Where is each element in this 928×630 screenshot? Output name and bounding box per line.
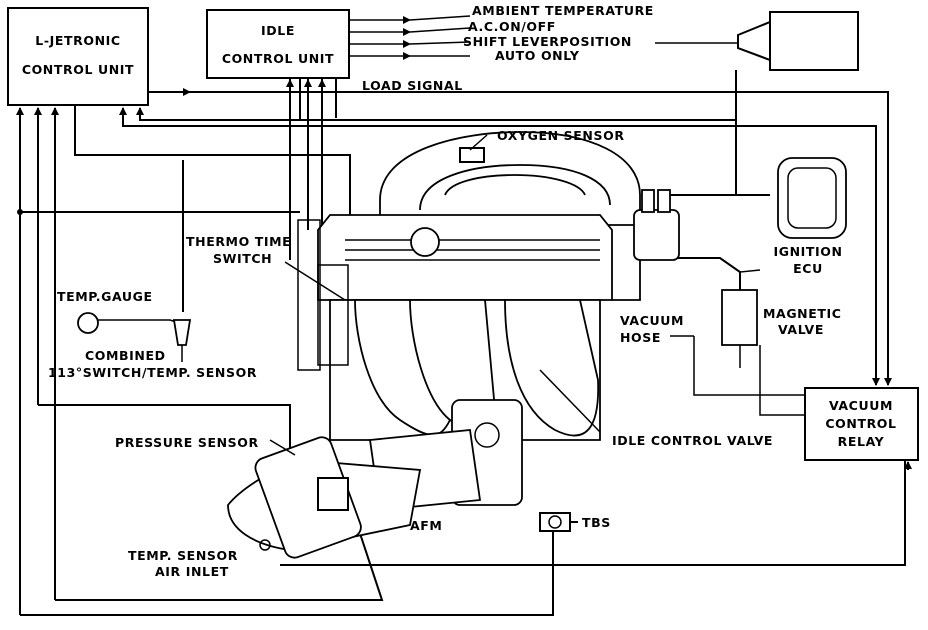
connector-to-ignition-wire bbox=[735, 70, 770, 196]
temp-sensor-label-line2: AIR INLET bbox=[155, 564, 229, 579]
combined-switch-sensor bbox=[172, 319, 192, 362]
l-jetronic-control-unit: L-JETRONIC CONTROL UNIT bbox=[7, 7, 149, 106]
shift-lever-position-label: SHIFT LEVERPOSITION bbox=[463, 34, 632, 49]
vacuum-relay-label-line3: RELAY bbox=[838, 434, 885, 449]
temp-sensor-label-line1: TEMP. SENSOR bbox=[128, 548, 238, 563]
vacuum-hose-label-line2: HOSE bbox=[620, 330, 661, 345]
temp-gauge-label: TEMP.GAUGE bbox=[57, 289, 153, 304]
combined-switch-label-line2: 113°SWITCH/TEMP. SENSOR bbox=[48, 365, 257, 380]
vacuum-hose-label-line1: VACUUM bbox=[620, 313, 684, 328]
callout-leaders bbox=[269, 134, 694, 456]
idle-control-unit: IDLE CONTROL UNIT bbox=[206, 9, 350, 79]
idle-control-valve-label: IDLE CONTROL VALVE bbox=[612, 433, 773, 448]
magnetic-valve bbox=[721, 269, 761, 368]
diagnostic-connector bbox=[737, 11, 859, 71]
load-signal-label: LOAD SIGNAL bbox=[362, 78, 463, 93]
thermo-time-switch-label-line1: THERMO TIME bbox=[186, 234, 291, 249]
tbs-label: TBS bbox=[582, 515, 611, 530]
vacuum-relay-label-line1: VACUUM bbox=[829, 398, 893, 413]
wiring-harness bbox=[17, 78, 906, 616]
idle-unit-input-signals bbox=[350, 15, 471, 60]
magnetic-valve-label-line2: VALVE bbox=[778, 322, 824, 337]
ignition-ecu bbox=[777, 157, 847, 239]
load-signal-wire bbox=[190, 91, 892, 386]
afm-label: AFM bbox=[410, 518, 442, 533]
afm-air-flow-meter bbox=[227, 436, 422, 559]
thermo-time-switch-label-line2: SWITCH bbox=[213, 251, 272, 266]
combined-switch-label-line1: COMBINED bbox=[85, 348, 166, 363]
engine-block bbox=[297, 131, 680, 511]
pressure-sensor-label: PRESSURE SENSOR bbox=[115, 435, 259, 450]
vacuum-relay-label-line2: CONTROL bbox=[825, 416, 896, 431]
magnetic-valve-label-line1: MAGNETIC bbox=[763, 306, 842, 321]
idle-control-label-line2: CONTROL UNIT bbox=[222, 51, 334, 66]
ignition-ecu-label-line2: ECU bbox=[793, 261, 823, 276]
ac-onoff-label: A.C.ON/OFF bbox=[468, 19, 556, 34]
idle-control-label-line1: IDLE bbox=[261, 23, 295, 38]
tbs-sensor bbox=[539, 512, 578, 532]
l-jetronic-label-line2: CONTROL UNIT bbox=[22, 62, 134, 77]
ambient-temperature-label: AMBIENT TEMPERATURE bbox=[472, 3, 654, 18]
vacuum-control-relay: VACUUM CONTROL RELAY bbox=[804, 387, 919, 461]
temp-gauge bbox=[77, 312, 186, 334]
ignition-ecu-label-line1: IGNITION bbox=[773, 244, 842, 259]
control-unit-arrows bbox=[16, 79, 912, 470]
auto-only-label: AUTO ONLY bbox=[495, 48, 580, 63]
l-jetronic-label-line1: L-JETRONIC bbox=[35, 33, 120, 48]
oxygen-sensor-label: OXYGEN SENSOR bbox=[497, 128, 625, 143]
